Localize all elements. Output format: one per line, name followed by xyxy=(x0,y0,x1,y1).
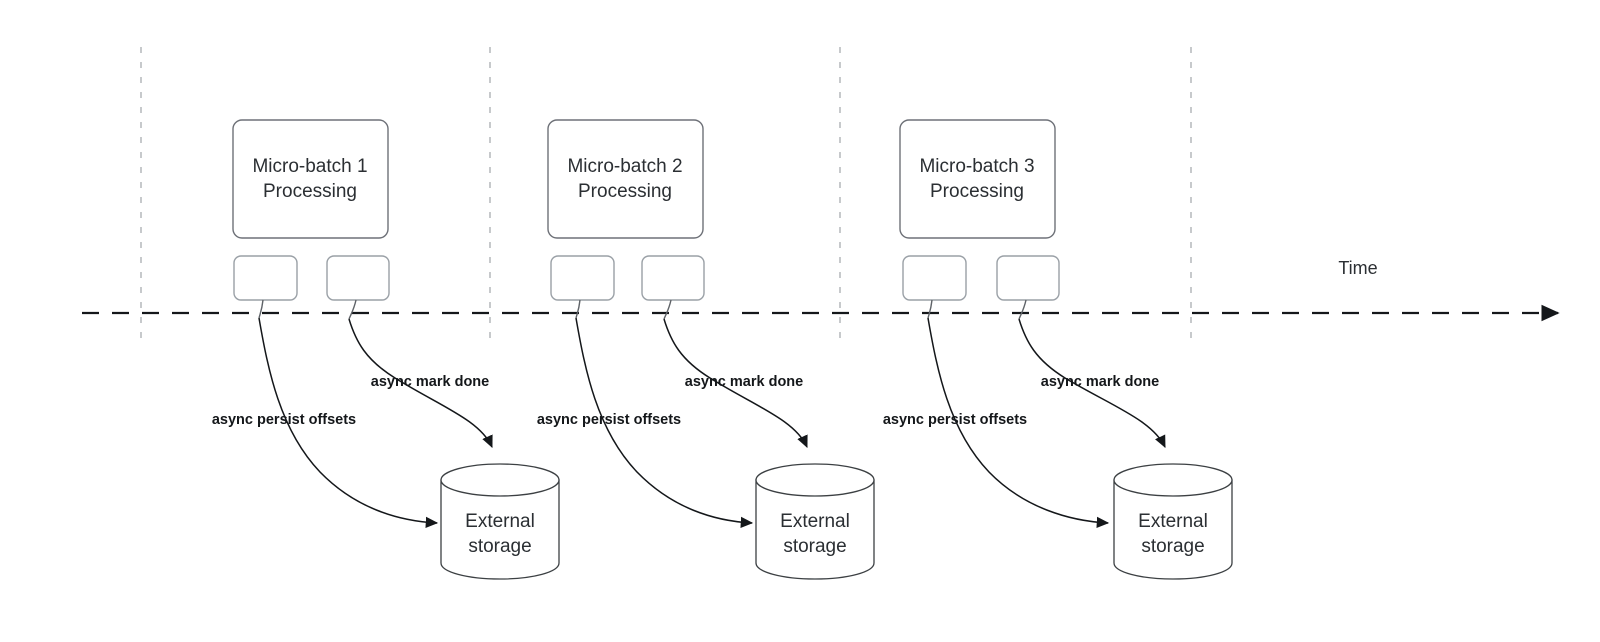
time-axis-label: Time xyxy=(1338,258,1377,278)
micro-batch-3-tick-stub-left xyxy=(927,299,933,319)
batch-boundary-guides xyxy=(140,47,1192,341)
micro-batch-3-tick-box-right[interactable] xyxy=(996,255,1060,301)
external-storage-3[interactable]: External storage xyxy=(1113,463,1233,580)
external-storage-3-label-line2: storage xyxy=(1141,536,1204,557)
time-axis: Time xyxy=(82,258,1560,322)
edge-async-persist-offsets-3 xyxy=(927,317,1110,529)
edge-async-persist-offsets-1 xyxy=(258,317,439,529)
micro-batch-1-label-line2: Processing xyxy=(263,181,357,202)
micro-batch-2-label-line1: Micro-batch 2 xyxy=(567,156,682,177)
edge-async-mark-done-1 xyxy=(348,318,493,449)
micro-batch-1-tick-box-right[interactable] xyxy=(326,255,390,301)
external-storage-1-top xyxy=(440,463,560,497)
edge-label-async-persist-offsets-3: async persist offsets xyxy=(883,412,1027,428)
edge-async-mark-done-3 xyxy=(1018,318,1166,449)
micro-batch-3-label-line2: Processing xyxy=(930,181,1024,202)
micro-batch-2-tick-box-right[interactable] xyxy=(641,255,705,301)
external-storage-2-label-line1: External xyxy=(780,511,850,532)
micro-batch-2-tick-stub-left xyxy=(575,299,581,319)
external-storage-2-body xyxy=(755,479,875,580)
micro-batch-3-tick-box-left[interactable] xyxy=(902,255,967,301)
external-storage-3-body xyxy=(1113,479,1233,580)
external-storage-1-label-line2: storage xyxy=(468,536,531,557)
batch-group-2: Micro-batch 2 Processing async persist o… xyxy=(537,119,875,580)
external-storage-1-body xyxy=(440,479,560,580)
external-storage-3-top xyxy=(1113,463,1233,497)
micro-batch-2-box[interactable] xyxy=(547,119,704,239)
edge-label-async-persist-offsets-2: async persist offsets xyxy=(537,412,681,428)
micro-batch-2-tick-stub-right xyxy=(663,299,672,320)
external-storage-1[interactable]: External storage xyxy=(440,463,560,580)
micro-batch-1-box[interactable] xyxy=(232,119,389,239)
micro-batch-3-tick-stub-right xyxy=(1018,299,1027,320)
batch-group-3: Micro-batch 3 Processing async persist o… xyxy=(883,119,1233,580)
micro-batch-1-label-line1: Micro-batch 1 xyxy=(252,156,367,177)
micro-batch-1-tick-box-left[interactable] xyxy=(233,255,298,301)
edge-label-async-mark-done-1: async mark done xyxy=(371,374,489,390)
micro-batch-1-tick-stub-left xyxy=(258,299,264,319)
external-storage-2[interactable]: External storage xyxy=(755,463,875,580)
edge-async-persist-offsets-2 xyxy=(575,317,754,529)
edge-async-mark-done-2 xyxy=(663,318,808,449)
batch-group-1: Micro-batch 1 Processing async persist o… xyxy=(212,119,560,580)
external-storage-3-label-line1: External xyxy=(1138,511,1208,532)
external-storage-2-top xyxy=(755,463,875,497)
micro-batch-1-tick-stub-right xyxy=(348,299,357,320)
edge-label-async-persist-offsets-1: async persist offsets xyxy=(212,412,356,428)
edge-label-async-mark-done-2: async mark done xyxy=(685,374,803,390)
micro-batch-3-box[interactable] xyxy=(899,119,1056,239)
external-storage-2-label-line2: storage xyxy=(783,536,846,557)
micro-batch-3-label-line1: Micro-batch 3 xyxy=(919,156,1034,177)
edge-label-async-mark-done-3: async mark done xyxy=(1041,374,1159,390)
micro-batch-2-tick-box-left[interactable] xyxy=(550,255,615,301)
micro-batch-2-label-line2: Processing xyxy=(578,181,672,202)
external-storage-1-label-line1: External xyxy=(465,511,535,532)
